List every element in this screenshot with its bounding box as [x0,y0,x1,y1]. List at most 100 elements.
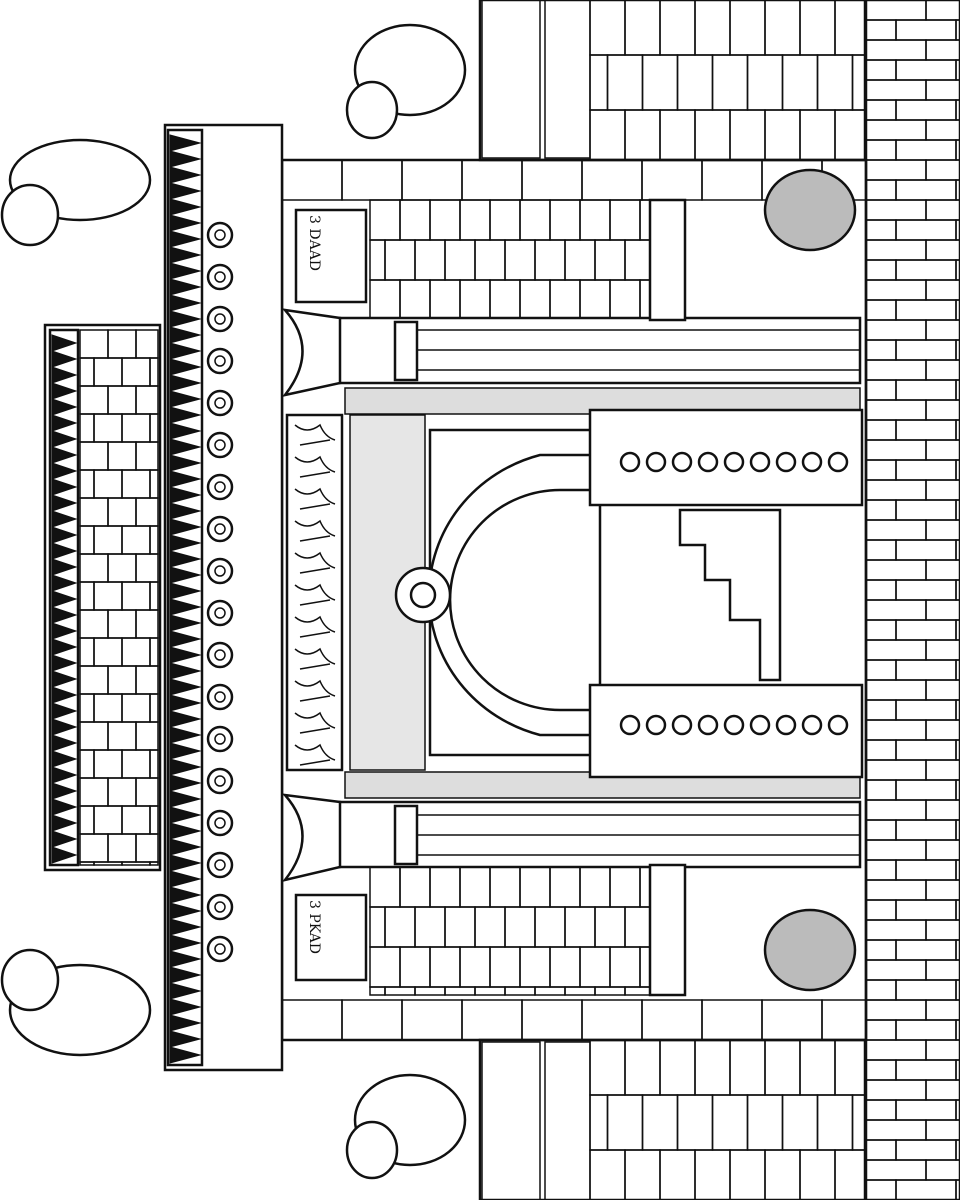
tower-brick [781,1094,819,1151]
tower-brick [851,1094,866,1151]
tooth [51,382,78,400]
gateway-brick [429,279,461,319]
wall-brick [925,79,960,101]
gateway-brick [384,239,416,281]
brick-walls [79,0,960,1200]
tooth [169,134,202,152]
tooth [169,246,202,264]
gateway-brick [519,279,551,319]
platform-brick [79,609,109,639]
tooth [51,590,78,608]
wall-brick [955,1179,960,1200]
tooth [169,822,202,840]
platform-brick [79,833,109,863]
plaque-bottom [294,893,368,982]
tooth [51,462,78,480]
platform-brick [79,861,95,866]
wall-brick [865,1179,897,1200]
rosette-center [214,565,226,577]
lintel-brick [461,159,523,201]
tooth [51,766,78,784]
rosette-center [214,691,226,703]
platform-brick [79,413,95,443]
bead [697,451,719,473]
platform-brick [149,693,159,723]
lintel-brick [701,999,763,1041]
lintel-brick [761,999,823,1041]
bead [775,714,797,736]
wall-brick [925,599,960,621]
gateway-brick [384,906,416,948]
lintel-brick [521,159,583,201]
tooth [51,654,78,672]
tooth [169,486,202,504]
wall-brick [925,1159,960,1181]
wall-brick [865,799,927,821]
tooth [169,150,202,168]
gateway-brick [564,239,596,281]
tooth [51,430,78,448]
wall-brick [925,239,960,261]
platform-brick [93,357,123,387]
gateway-brick [534,239,566,281]
wall-brick [865,879,927,901]
gateway-brick [519,946,551,988]
wall-brick [865,299,897,321]
gateway-brick [489,279,521,319]
wall-brick [895,659,957,681]
tooth [169,374,202,392]
bead [749,714,771,736]
tooth [169,966,202,984]
tooth [169,678,202,696]
platform-brick [79,497,109,527]
wall-brick [865,699,897,721]
tooth [51,734,78,752]
tooth [51,414,78,432]
gateway-brick [609,946,641,988]
platform-brick [93,749,123,779]
tooth [51,670,78,688]
tower-brick [606,54,644,111]
wall-brick [925,679,960,701]
wall-brick [865,479,927,501]
lintel-brick [281,159,343,201]
plaque-bottom-text: 3 PKAD [306,900,322,954]
tooth [169,454,202,472]
wall-brick [865,279,927,301]
tower-brick [834,1039,866,1096]
rosette [206,473,234,501]
platform-brick [107,385,137,415]
bead [827,451,849,473]
gateway-brick [429,866,461,908]
gateway-brick [519,199,551,241]
wall-brick [895,779,957,801]
wall-brick [895,539,957,561]
wall-brick [865,459,897,481]
tooth [51,782,78,800]
platform-brick [121,413,151,443]
tower-brick [851,54,866,111]
bead [697,714,719,736]
tower-brick [799,0,836,56]
wall-brick [895,939,957,961]
wall-brick [865,499,897,521]
platform-brick [79,721,109,751]
gateway-brick [444,239,476,281]
gateway-brick [384,986,416,996]
wall-brick [865,19,897,41]
glyph [294,487,336,510]
tooth [51,750,78,768]
gateway-brick [369,199,401,241]
lintel-brick [581,159,643,201]
wall-brick [895,99,957,121]
tooth [169,198,202,216]
gateway-brick [399,279,431,319]
tower-brick [624,1039,661,1096]
tooth [51,446,78,464]
platform-brick [79,665,109,695]
wall-brick [865,239,927,261]
tooth [169,630,202,648]
tower-brick [676,54,714,111]
tooth [51,510,78,528]
glyph [294,743,336,766]
